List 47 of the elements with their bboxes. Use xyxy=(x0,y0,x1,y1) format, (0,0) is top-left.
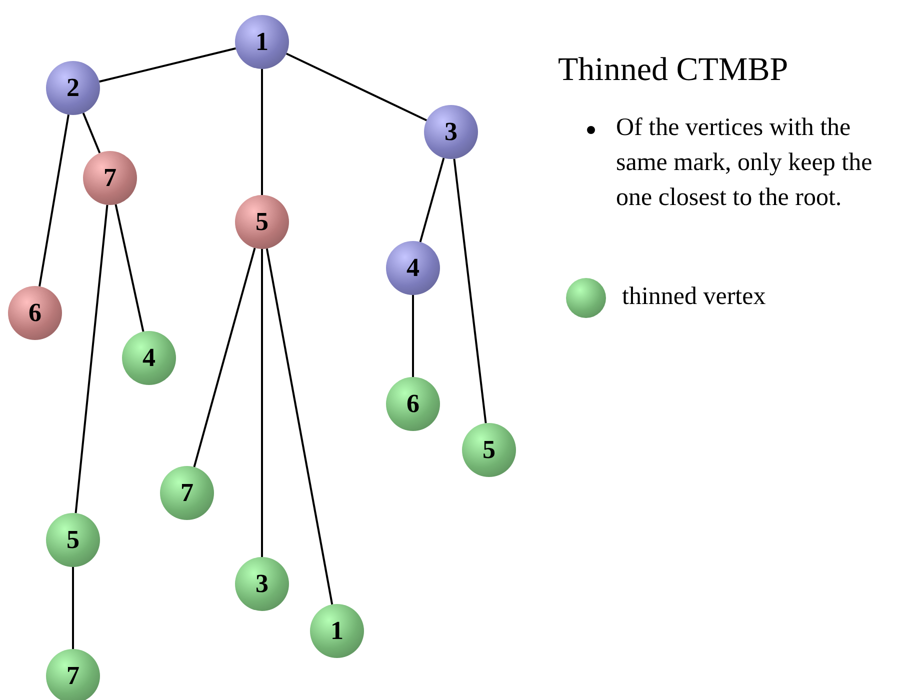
tree-edge xyxy=(82,112,101,154)
vertex-ball xyxy=(122,331,176,385)
vertex-mark: 7 xyxy=(180,480,194,506)
tree-edge xyxy=(261,69,263,195)
tree-edge xyxy=(72,567,74,649)
tree-edge xyxy=(286,52,428,122)
tree-edge xyxy=(193,248,256,468)
vertex-ball xyxy=(386,377,440,431)
vertex-ball xyxy=(462,423,516,477)
vertex-mark: 3 xyxy=(444,119,458,145)
tree-edge xyxy=(453,158,487,424)
tree-edge xyxy=(74,204,108,514)
vertex-mark: 7 xyxy=(66,663,80,689)
title: Thinned CTMBP xyxy=(558,52,788,89)
tree-edge xyxy=(99,47,236,83)
vertex-mark: 1 xyxy=(256,29,268,55)
vertex-ball xyxy=(310,604,364,658)
vertex-mark: 6 xyxy=(28,300,42,326)
vertex-ball xyxy=(46,649,100,700)
vertex-ball xyxy=(8,286,62,340)
vertex-mark: 4 xyxy=(406,255,420,281)
vertex-ball xyxy=(235,195,289,249)
note-text: Of the vertices with the same mark, only keep the one closest to the root. xyxy=(616,113,874,213)
vertex-ball xyxy=(235,557,289,611)
vertex-mark: 5 xyxy=(256,209,268,235)
tree-edge xyxy=(38,114,70,287)
vertex-mark: 5 xyxy=(66,527,80,553)
vertex-ball xyxy=(46,513,100,567)
tree-edge xyxy=(261,249,263,557)
vertex-mark: 1 xyxy=(330,618,344,644)
vertex-mark: 6 xyxy=(406,391,420,417)
legend-label: thinned vertex xyxy=(622,283,766,311)
vertex-ball xyxy=(46,61,100,115)
vertex-ball xyxy=(386,241,440,295)
vertex-ball xyxy=(83,151,137,205)
vertex-ball xyxy=(424,105,478,159)
vertex-mark: 3 xyxy=(256,571,268,597)
vertex-ball xyxy=(160,466,214,520)
vertex-mark: 7 xyxy=(104,165,116,191)
tree-edge xyxy=(419,158,445,242)
vertex-mark: 5 xyxy=(482,437,496,463)
tree-edge xyxy=(266,248,334,605)
vertex-mark: 4 xyxy=(142,345,156,371)
vertex-ball xyxy=(235,15,289,69)
tree-edge xyxy=(114,204,144,332)
vertex-mark: 2 xyxy=(66,75,80,101)
tree-edge xyxy=(412,295,414,377)
